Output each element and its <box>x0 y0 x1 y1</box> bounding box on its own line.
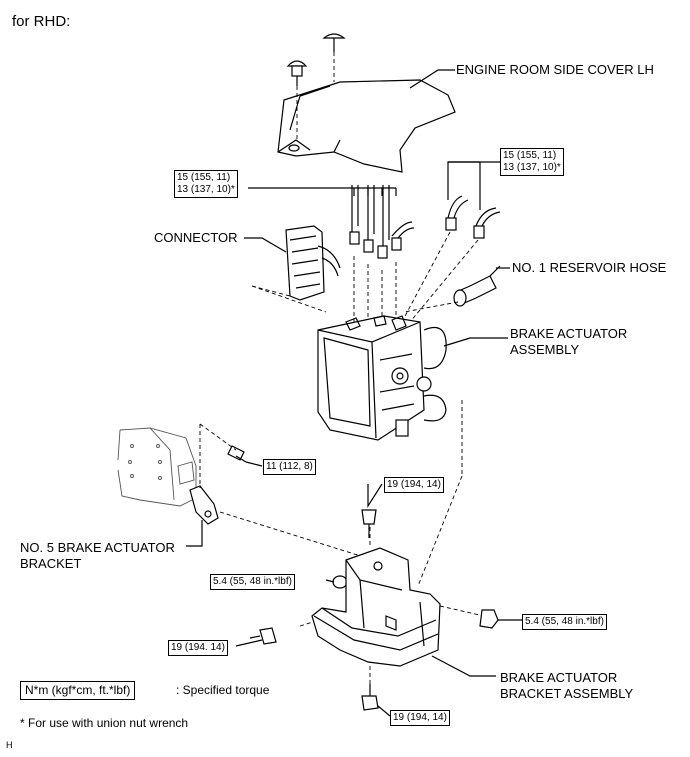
torque-union-right-line1: 15 (155, 11) <box>503 150 557 161</box>
bolt-11 <box>227 445 247 463</box>
engine-room-side-cover-label: ENGINE ROOM SIDE COVER LH <box>456 62 654 77</box>
reservoir-hose-shape <box>453 265 501 307</box>
brake-actuator-shape <box>317 315 447 441</box>
bracket-assembly-shape <box>311 547 441 667</box>
torque-unit-legend-box: N*m (kgf*cm, ft.*lbf) <box>20 681 136 700</box>
corner-mark: H <box>6 740 13 750</box>
nut-right <box>479 609 499 629</box>
clip-left <box>286 60 308 86</box>
torque-union-left: 15 (155, 11) 13 (137, 10)* <box>174 170 238 198</box>
bolt-left <box>249 627 277 645</box>
connector-shape <box>285 225 341 301</box>
bracket-assembly-label-line1: BRAKE ACTUATOR <box>500 670 618 685</box>
actuator-assembly-label-line2: ASSEMBLY <box>510 342 580 357</box>
no5-bracket-label: NO. 5 BRAKE ACTUATOR BRACKET <box>20 540 175 572</box>
no5-bracket-label-line1: NO. 5 BRAKE ACTUATOR <box>20 540 175 555</box>
torque-union-left-line2: 13 (137, 10)* <box>177 184 235 195</box>
body-panel-shape <box>117 427 197 507</box>
torque-union-right-line2: 13 (137, 10)* <box>503 162 561 173</box>
page-title: for RHD: <box>12 13 71 30</box>
nut-left <box>332 575 348 589</box>
no5-bracket-shape <box>189 485 219 525</box>
torque-bolt-bracket5: 11 (112, 8) <box>263 459 316 475</box>
no5-bracket-label-line2: BRACKET <box>20 556 82 571</box>
torque-bolt-top: 19 (194, 14) <box>384 477 444 493</box>
bracket-assembly-label-line2: BRACKET ASSEMBLY <box>500 686 634 701</box>
actuator-assembly-label: BRAKE ACTUATOR ASSEMBLY <box>510 326 627 358</box>
reservoir-hose-label: NO. 1 RESERVOIR HOSE <box>512 260 667 275</box>
torque-bolt-left: 19 (194. 14) <box>168 640 228 656</box>
connector-label: CONNECTOR <box>154 230 238 245</box>
torque-union-right: 15 (155, 11) 13 (137, 10)* <box>500 148 564 176</box>
torque-unit-legend-text: : Specified torque <box>176 683 270 697</box>
torque-bolt-bottom: 19 (194, 14) <box>390 710 450 726</box>
torque-union-left-line1: 15 (155, 11) <box>177 172 231 183</box>
brake-lines-left <box>349 185 415 259</box>
torque-nut-left: 5.4 (55, 48 in.*lbf) <box>210 574 295 590</box>
engine-room-side-cover-shape <box>277 79 456 173</box>
actuator-assembly-label-line1: BRAKE ACTUATOR <box>510 326 628 341</box>
bolt-bottom <box>361 684 379 711</box>
brake-lines-right <box>445 195 501 239</box>
bolt-top <box>361 509 377 538</box>
torque-nut-right: 5.4 (55, 48 in.*lbf) <box>522 614 607 630</box>
footnote: * For use with union nut wrench <box>20 716 189 730</box>
clip-top <box>322 33 346 52</box>
bracket-assembly-label: BRAKE ACTUATOR BRACKET ASSEMBLY <box>500 670 633 702</box>
